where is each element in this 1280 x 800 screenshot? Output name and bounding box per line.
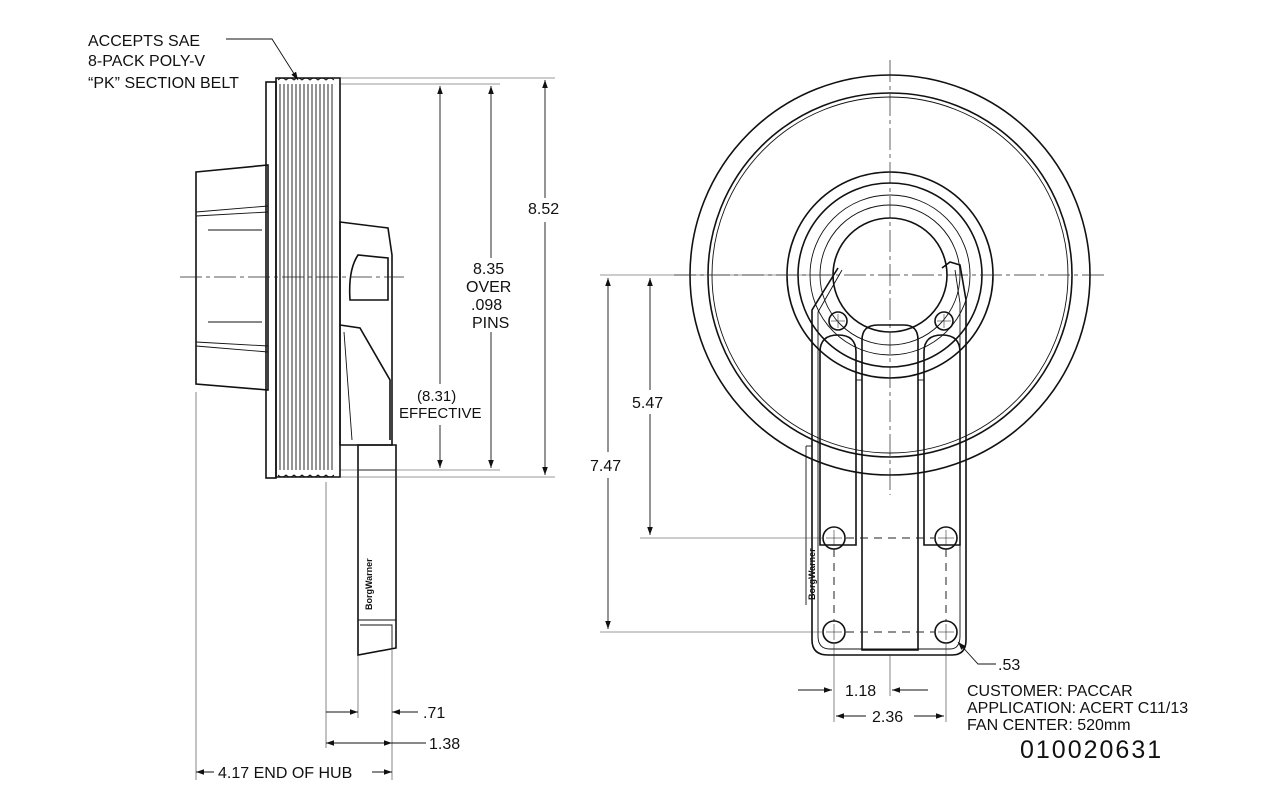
dim-effective-value: (8.31) xyxy=(417,388,456,405)
front-brand-text: BorgWarner xyxy=(807,548,817,600)
belt-callout: ACCEPTS SAE 8-PACK POLY-V “PK” SECTION B… xyxy=(88,33,299,92)
dim-053: .53 xyxy=(998,657,1020,674)
dim-138: 1.38 xyxy=(429,736,460,753)
dim-over-pins-line4: PINS xyxy=(472,315,509,332)
pulley-grooves xyxy=(265,77,341,479)
dim-547: 5.47 xyxy=(632,395,663,412)
front-horizontal-dims: 1.18 2.36 .53 xyxy=(798,641,1020,726)
dim-over-pins-value: 8.35 xyxy=(473,261,504,278)
dim-effective-label: EFFECTIVE xyxy=(399,405,482,422)
application-text: APPLICATION: ACERT C11/13 xyxy=(967,700,1188,717)
front-vertical-dims: 5.47 7.47 xyxy=(590,274,830,633)
callout-line3: “PK” SECTION BELT xyxy=(88,75,239,92)
callout-line1: ACCEPTS SAE xyxy=(88,33,200,50)
side-brand-text: BorgWarner xyxy=(364,558,374,610)
front-view: BorgWarner xyxy=(590,60,1106,726)
hub-body xyxy=(195,164,269,391)
dim-overall-diameter: 8.52 xyxy=(528,201,559,218)
side-view: BorgWarner ACCEPTS SAE 8-PACK POLY-V “PK… xyxy=(88,33,559,782)
bracket-side: BorgWarner xyxy=(339,221,397,656)
dim-071: .71 xyxy=(423,705,445,722)
side-horizontal-dims: .71 1.38 4.17 END OF HUB xyxy=(195,392,460,782)
callout-line2: 8-PACK POLY-V xyxy=(88,53,205,70)
side-vertical-dims: 8.52 8.35 OVER .098 PINS (8.31) EFFECTIV… xyxy=(340,77,559,478)
dim-118: 1.18 xyxy=(845,683,876,700)
dim-end-of-hub: 4.17 END OF HUB xyxy=(218,765,352,782)
fan-center-text: FAN CENTER: 520mm xyxy=(967,717,1131,734)
dim-over-pins-line2: OVER xyxy=(466,279,511,296)
part-number: 010020631 xyxy=(1020,736,1163,764)
customer-text: CUSTOMER: PACCAR xyxy=(967,683,1133,700)
title-block: CUSTOMER: PACCAR APPLICATION: ACERT C11/… xyxy=(967,683,1188,764)
dim-236: 2.36 xyxy=(872,709,903,726)
bracket-front: BorgWarner xyxy=(805,261,967,656)
dim-747: 7.47 xyxy=(590,458,621,475)
dim-over-pins-line3: .098 xyxy=(471,297,502,314)
